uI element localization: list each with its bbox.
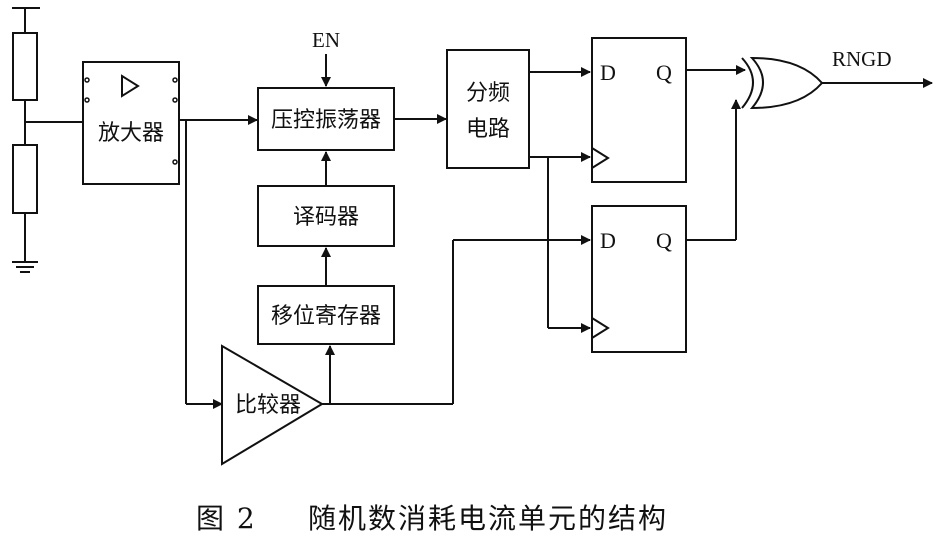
flipflop-top: D Q bbox=[591, 37, 687, 183]
comparator-block: 比较器 bbox=[221, 344, 324, 466]
ff2-clock-icon bbox=[591, 317, 610, 339]
amplifier-triangle-icon bbox=[121, 74, 140, 98]
ff2-q-pin: Q bbox=[656, 228, 672, 253]
divider-label-line2: 电路 bbox=[466, 117, 510, 142]
flipflop-bottom: D Q bbox=[591, 205, 687, 353]
ff2-d-pin: D bbox=[600, 228, 616, 253]
amplifier-block: 放大器 bbox=[82, 61, 180, 185]
xor-gate bbox=[741, 56, 824, 110]
figure-number: 图 2 bbox=[196, 502, 257, 535]
vco-block: 压控振荡器 bbox=[257, 87, 395, 151]
shift-register-label: 移位寄存器 bbox=[271, 304, 381, 329]
decoder-block: 译码器 bbox=[257, 185, 395, 247]
amplifier-label: 放大器 bbox=[98, 121, 164, 146]
figure-title: 随机数消耗电流单元的结构 bbox=[308, 502, 668, 535]
divider-label-line1: 分频 bbox=[466, 81, 510, 106]
resistor-top bbox=[12, 32, 38, 101]
ff1-d-pin: D bbox=[600, 60, 616, 85]
ff1-q-pin: Q bbox=[656, 60, 672, 85]
enable-signal-label: EN bbox=[312, 28, 340, 52]
frequency-divider-block: 分频 电路 bbox=[446, 49, 530, 169]
resistor-bottom bbox=[12, 144, 38, 214]
shift-register-block: 移位寄存器 bbox=[257, 285, 395, 345]
resistor-divider bbox=[12, 7, 83, 273]
vco-label: 压控振荡器 bbox=[271, 108, 381, 133]
decoder-label: 译码器 bbox=[293, 205, 359, 230]
output-signal-label: RNGD bbox=[832, 47, 892, 71]
ff1-clock-icon bbox=[591, 147, 610, 169]
comparator-label: 比较器 bbox=[235, 393, 301, 418]
